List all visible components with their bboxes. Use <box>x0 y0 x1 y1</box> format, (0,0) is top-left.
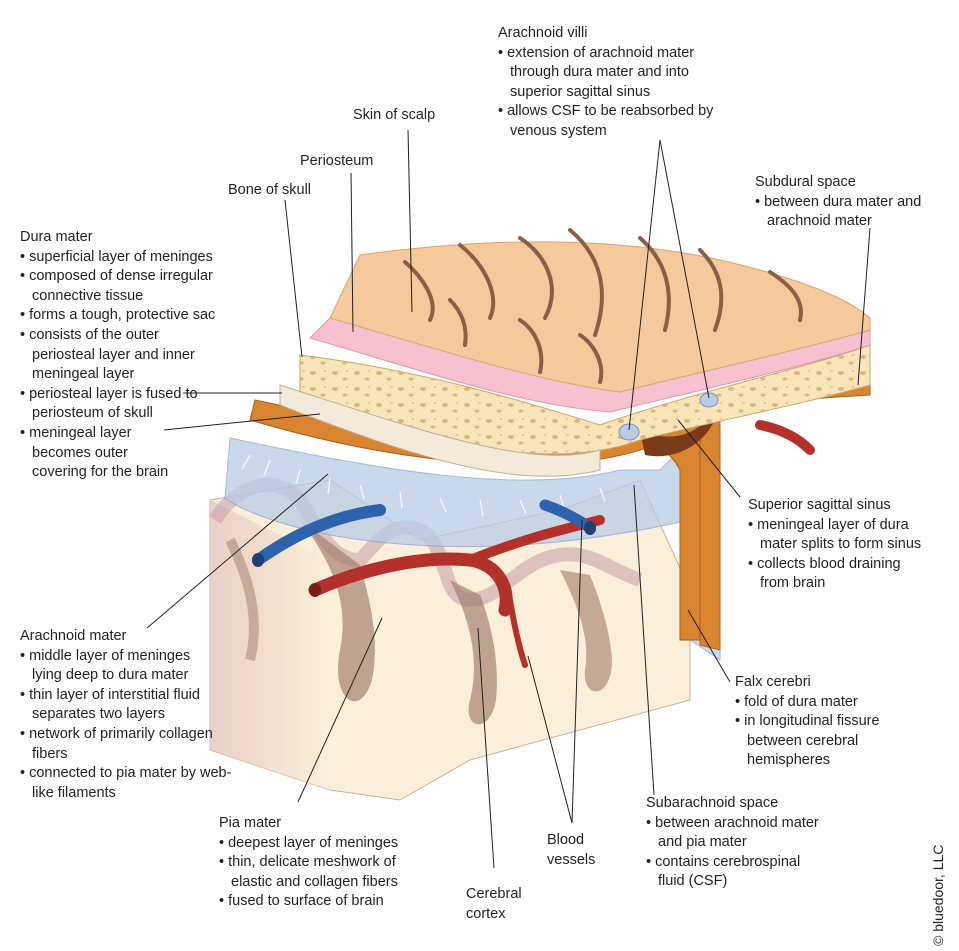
arachnoid-villi-shapes <box>618 392 719 441</box>
label-point: in longitudinal fissure between cerebral… <box>735 712 900 771</box>
label-title: Pia mater <box>219 815 282 831</box>
scalp-hairs <box>403 228 803 384</box>
label-point: connected to pia mater by web-like filam… <box>20 764 232 803</box>
label-bone-of-skull: Bone of skull <box>228 181 311 201</box>
leader-lines <box>146 129 871 869</box>
label-title: Skin of scalp <box>353 107 436 123</box>
label-pia-mater: Pia mater deepest layer of meningesthin,… <box>219 814 429 912</box>
sulcus-1 <box>300 520 375 702</box>
label-title: Cerebral cortex <box>466 886 522 922</box>
label-arachnoid-mater: Arachnoid mater middle layer of meninges… <box>20 627 235 803</box>
blood-vessels-shapes <box>252 420 815 668</box>
label-subarachnoid-space: Subarachnoid space between arachnoid mat… <box>646 794 826 892</box>
label-point: thin, delicate meshwork of elastic and c… <box>219 853 429 892</box>
label-title: Periosteum <box>300 153 374 169</box>
label-point: meningeal layer becomes outer covering f… <box>20 424 172 483</box>
label-point: fold of dura mater <box>735 693 900 713</box>
label-title: Falx cerebri <box>735 674 811 690</box>
label-point: deepest layer of meninges <box>219 834 429 854</box>
label-point: collects blood draining from brain <box>748 555 923 594</box>
sulcus-2 <box>450 580 497 725</box>
copyright-notice: © bluedoor, LLC <box>930 844 946 946</box>
label-title: Arachnoid mater <box>20 628 127 644</box>
label-point: forms a tough, protective sac <box>20 306 260 326</box>
label-title: Bone of skull <box>228 182 312 198</box>
sulcus-3 <box>560 570 612 692</box>
label-arachnoid-villi: Arachnoid villi extension of arachnoid m… <box>498 24 738 142</box>
label-point: composed of dense irregular connective t… <box>20 267 227 306</box>
label-title: Arachnoid villi <box>498 25 588 41</box>
label-subdural-space: Subdural space between dura mater and ar… <box>755 173 925 232</box>
label-point: between dura mater and arachnoid mater <box>755 193 925 232</box>
label-point: fused to surface of brain <box>219 892 429 912</box>
label-superior-sagittal-sinus: Superior sagittal sinus meningeal layer … <box>748 496 923 594</box>
label-point: superficial layer of meninges <box>20 248 260 268</box>
superior-sagittal-sinus-shape <box>640 420 715 457</box>
label-title: Blood vessels <box>547 832 596 868</box>
label-skin-of-scalp: Skin of scalp <box>353 106 435 126</box>
label-point: meningeal layer of dura mater splits to … <box>748 516 923 555</box>
label-point: extension of arachnoid mater through dur… <box>498 44 738 103</box>
label-periosteum: Periosteum <box>300 152 373 172</box>
label-point: thin layer of interstitial fluid separat… <box>20 686 237 725</box>
label-point: network of primarily collagen fibers <box>20 725 235 764</box>
label-dura-mater: Dura mater superficial layer of meninges… <box>20 228 260 483</box>
label-point: periosteal layer is fused to periosteum … <box>20 385 207 424</box>
sulcus-4 <box>225 537 259 662</box>
label-falx-cerebri: Falx cerebri fold of dura materin longit… <box>735 673 900 771</box>
bone-inner-layer <box>279 384 601 477</box>
arachnoid-layer <box>224 429 721 661</box>
label-point: middle layer of meninges lying deep to d… <box>20 647 217 686</box>
label-blood-vessels: Blood vessels <box>547 831 607 870</box>
label-point: contains cerebrospinal fluid (CSF) <box>646 853 826 892</box>
label-title: Dura mater <box>20 229 93 245</box>
label-point: between arachnoid mater and pia mater <box>646 814 826 853</box>
label-cerebral-cortex: Cerebral cortex <box>466 885 531 924</box>
label-title: Superior sagittal sinus <box>748 497 891 513</box>
label-title: Subdural space <box>755 174 856 190</box>
label-title: Subarachnoid space <box>646 795 779 811</box>
label-point: allows CSF to be reabsorbed by venous sy… <box>498 102 738 141</box>
label-point: consists of the outer periosteal layer a… <box>20 326 207 385</box>
